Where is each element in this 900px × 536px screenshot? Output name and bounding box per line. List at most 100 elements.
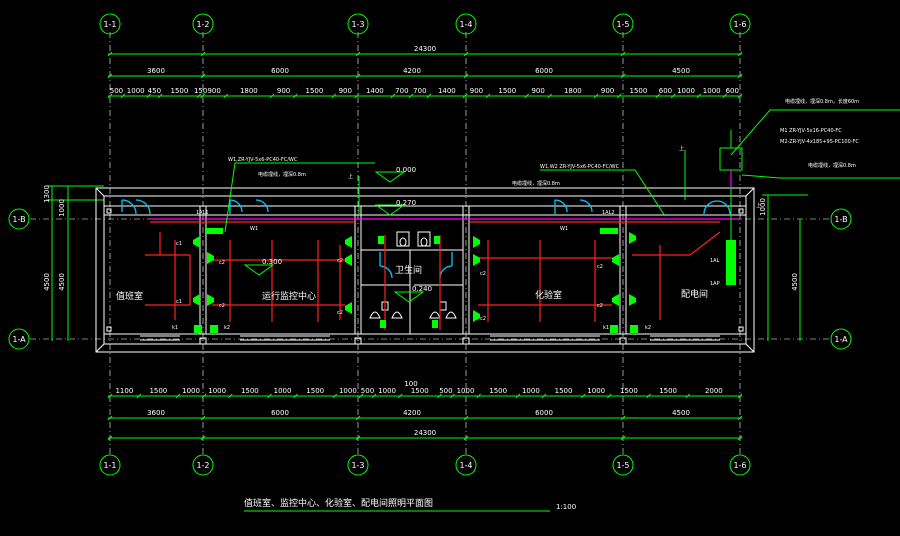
dim-segment: 500 <box>439 387 452 395</box>
panel-1al: 1AL <box>710 258 720 264</box>
axis-bubble-1-5-top: 1-5 <box>612 13 634 35</box>
axis-bubble-1-3-top: 1-3 <box>347 13 369 35</box>
dimension-tick <box>146 93 151 99</box>
circuit-k1b: k1 <box>603 325 609 331</box>
dim-segment: 150 <box>194 87 207 95</box>
circuit-k2a: k2 <box>224 325 230 331</box>
axis-bubble-1-2-bottom: 1-2 <box>192 454 214 476</box>
axis-bubble-1-a-right: 1-A <box>830 328 852 350</box>
dim-segment: 1400 <box>438 87 456 95</box>
room-monitor: 运行监控中心 <box>262 290 316 302</box>
room-toilet: 卫生间 <box>395 264 422 276</box>
dim-segment: 1000 <box>677 87 695 95</box>
circuit-w1: W1 <box>250 226 258 232</box>
svg-text:1-5: 1-5 <box>616 461 629 470</box>
axis-bubble-1-4-bottom: 1-4 <box>455 454 477 476</box>
note-up-2: 上 <box>679 145 684 152</box>
circuit-k1a: k1 <box>172 325 178 331</box>
dim-segment: 1400 <box>366 87 384 95</box>
dimension-tick <box>355 51 361 57</box>
axis-bubble-1-b-left: 1-B <box>8 208 30 230</box>
dim-left-3: 4500 <box>43 273 51 291</box>
axis-bubble-1-1-top: 1-1 <box>99 13 121 35</box>
dimension-tick <box>616 93 622 99</box>
dimension-tick <box>524 93 529 99</box>
dimension-tick <box>196 93 202 99</box>
dimension-tick <box>157 93 163 99</box>
axis-bubble-1-b-right: 1-B <box>830 208 852 230</box>
dimension-tick <box>426 93 432 99</box>
dim-total-top: 24300 <box>414 45 436 53</box>
dim-segment: 700 <box>413 87 426 95</box>
dimension-tick <box>463 435 469 441</box>
dim-segment: 1000 <box>587 387 605 395</box>
svg-text:1-B: 1-B <box>834 215 847 224</box>
level-0240: 0.240 <box>412 285 432 293</box>
title-scale: 1:100 <box>556 503 576 511</box>
dim-segment: 1500 <box>555 387 573 395</box>
circuit-c2c: c2 <box>337 258 343 264</box>
dim-segment: 2000 <box>705 387 723 395</box>
dim-left-4: 4500 <box>58 273 66 291</box>
dimension-tick <box>646 393 651 399</box>
dimension-tick <box>737 51 743 57</box>
dimension-tick <box>593 93 599 99</box>
circuit-c2d: c2 <box>337 310 343 316</box>
circuit-k2b: k2 <box>645 325 651 331</box>
dim-left-1: 1300 <box>43 185 51 203</box>
dim-right-1: 1000 <box>759 198 767 216</box>
dim-segment: 1500 <box>241 387 259 395</box>
dim-total-bottom: 24300 <box>414 429 436 437</box>
circuit-c1a: c1 <box>176 241 182 247</box>
axis-bubble-1-1-bottom: 1-1 <box>99 454 121 476</box>
axis-bubble-1-4-top: 1-4 <box>455 13 477 35</box>
svg-text:1-2: 1-2 <box>196 461 209 470</box>
dim-segment: 500 <box>361 387 374 395</box>
dimension-tick <box>476 393 481 399</box>
svg-text:1-2: 1-2 <box>196 20 209 29</box>
axis-bubble-1-a-left: 1-A <box>8 328 30 350</box>
dimension-tick <box>606 393 612 399</box>
dim-bay-top-4: 6000 <box>535 67 553 75</box>
room-lab: 化验室 <box>535 289 562 301</box>
dim-bay-top-1: 3600 <box>147 67 165 75</box>
room-labels: 值班室 运行监控中心 卫生间 化验室 配电间 <box>116 264 708 302</box>
svg-text:1-1: 1-1 <box>103 461 116 470</box>
light-fixtures <box>193 130 743 333</box>
dimension-tick <box>620 73 626 79</box>
circuit-c2h: c2 <box>597 303 603 309</box>
dimension-tick <box>107 93 113 99</box>
dimension-tick <box>200 415 206 421</box>
dimension-tick <box>120 93 126 99</box>
dimension-tick <box>450 393 455 399</box>
room-duty: 值班室 <box>116 290 143 302</box>
dimension-tick <box>107 73 113 79</box>
svg-text:1-B: 1-B <box>12 215 25 224</box>
dim-segment: 900 <box>531 87 544 95</box>
title-text: 值班室、监控中心、化验室、配电间照明平面图 <box>244 497 433 509</box>
leader-lines <box>224 109 900 303</box>
dim-segment: 1000 <box>378 387 396 395</box>
dimension-tick <box>463 51 469 57</box>
dim-left-2: 1000 <box>58 199 66 217</box>
dimension-tick <box>462 93 468 99</box>
dimension-tick <box>722 93 727 99</box>
dim-bay-top-5: 4500 <box>672 67 690 75</box>
note-bury-left: 电缆埋线，埋深0.8m <box>258 171 306 178</box>
axis-bubble-1-2-top: 1-2 <box>192 13 214 35</box>
note-bury-right: 电缆埋线，埋深0.8m <box>808 162 856 169</box>
dimension-tick <box>332 393 338 399</box>
dimension-tick <box>408 93 414 99</box>
svg-text:1-A: 1-A <box>12 335 26 344</box>
panel-1ap: 1AP <box>710 281 720 287</box>
lighting-circuits <box>145 218 740 330</box>
axis-bubble-1-6-bottom: 1-6 <box>729 454 751 476</box>
dimension-tick <box>580 393 586 399</box>
dimension-tick <box>227 393 233 399</box>
svg-text:1-4: 1-4 <box>459 461 472 470</box>
building-walls <box>95 187 755 353</box>
dimension-tick <box>358 393 364 399</box>
dimension-tick <box>355 73 361 79</box>
